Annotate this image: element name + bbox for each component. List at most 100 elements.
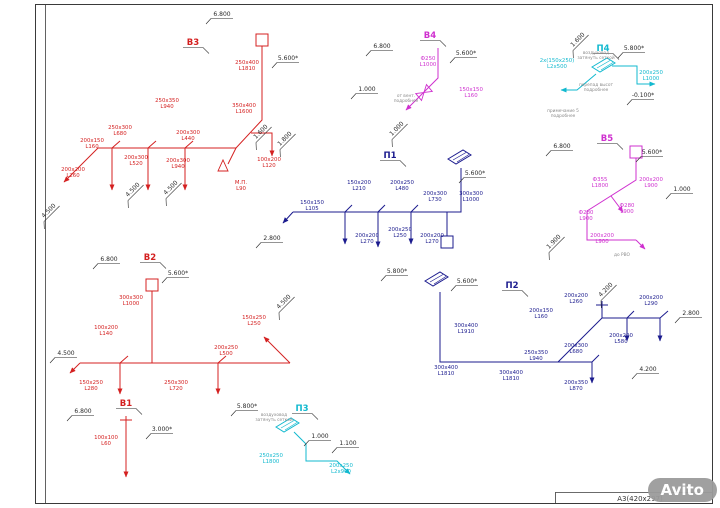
- elevation-label: 1.100: [331, 440, 359, 454]
- duct-line: [377, 204, 386, 213]
- elevation-label: 5.600*: [458, 170, 486, 184]
- duct-line: [251, 132, 275, 157]
- elevation-label: 2.800: [674, 310, 702, 324]
- tri-symbol: [217, 158, 229, 172]
- svg-text:1.000: 1.000: [311, 433, 328, 440]
- svg-text:6.800: 6.800: [213, 11, 230, 18]
- svg-text:6.800: 6.800: [373, 43, 390, 50]
- duct-line: [98, 46, 263, 149]
- elevation-label: 5.600*: [161, 270, 189, 284]
- duct-line: [344, 204, 353, 213]
- elevation-label: 5.800*: [380, 268, 408, 282]
- svg-text:1.000: 1.000: [358, 86, 375, 93]
- elevation-label: 6.800: [92, 256, 120, 270]
- elevation-label: 3.000*: [145, 426, 173, 440]
- system-tag-В2: В2: [140, 253, 167, 269]
- svg-text:В5: В5: [601, 134, 613, 144]
- svg-text:5.800*: 5.800*: [237, 403, 257, 410]
- svg-text:1.000: 1.000: [673, 186, 690, 193]
- duct-line: [282, 211, 294, 224]
- elevation-label: 1.900: [545, 233, 565, 260]
- svg-text:5.600*: 5.600*: [642, 149, 662, 156]
- svg-text:В3: В3: [187, 38, 199, 48]
- duct-line: [293, 168, 462, 213]
- elevation-label: 1.600: [252, 123, 272, 150]
- system-tag-В5: В5: [597, 134, 624, 150]
- duct-line: [635, 239, 646, 250]
- elevation-label: 5.600*: [635, 149, 663, 163]
- note-label: от вент.подробнее: [394, 94, 419, 104]
- duct-line: [612, 65, 656, 87]
- duct-label: М.П.L90: [235, 180, 247, 192]
- duct-line: [626, 310, 635, 319]
- system-tag-В4: В4: [420, 31, 447, 47]
- sheet-border: [35, 4, 713, 504]
- svg-text:5.800*: 5.800*: [624, 45, 644, 52]
- duct-line: [610, 195, 624, 213]
- elevation-label: 4.500: [162, 179, 182, 206]
- duct-line: [227, 147, 237, 165]
- duct-line: [439, 292, 558, 363]
- system-tag-В3: В3: [183, 38, 210, 54]
- elevation-label: 4.500: [49, 350, 77, 364]
- duct-line: [217, 355, 227, 364]
- duct-line: [557, 317, 660, 363]
- note-label: до РВО: [614, 252, 631, 258]
- duct-line: [263, 336, 291, 364]
- svg-text:2.800: 2.800: [263, 235, 280, 242]
- elevation-label: 5.600*: [449, 50, 477, 64]
- duct-line: [410, 204, 419, 213]
- svg-text:В4: В4: [424, 31, 436, 41]
- duct-line: [591, 354, 600, 363]
- elevation-label: 5.800*: [617, 45, 645, 59]
- svg-text:5.800*: 5.800*: [387, 268, 407, 275]
- format-label: A3(420x297): [617, 495, 663, 503]
- box-symbol: [440, 235, 454, 249]
- system-tag-П3: П3: [292, 404, 319, 420]
- elevation-label: 1.000: [388, 120, 408, 147]
- elevation-label: 5.600*: [450, 278, 478, 292]
- svg-text:4.500: 4.500: [57, 350, 74, 357]
- elevation-label: -0.100*: [626, 92, 654, 106]
- elevation-label: 6.800: [545, 143, 573, 157]
- elevation-label: 4.500: [275, 293, 295, 320]
- svg-text:5.600*: 5.600*: [465, 170, 485, 177]
- svg-text:3.000*: 3.000*: [152, 426, 172, 433]
- svg-text:4.200: 4.200: [639, 366, 656, 373]
- elevation-label: 6.800: [205, 11, 233, 25]
- elevation-label: 4.500: [124, 181, 144, 208]
